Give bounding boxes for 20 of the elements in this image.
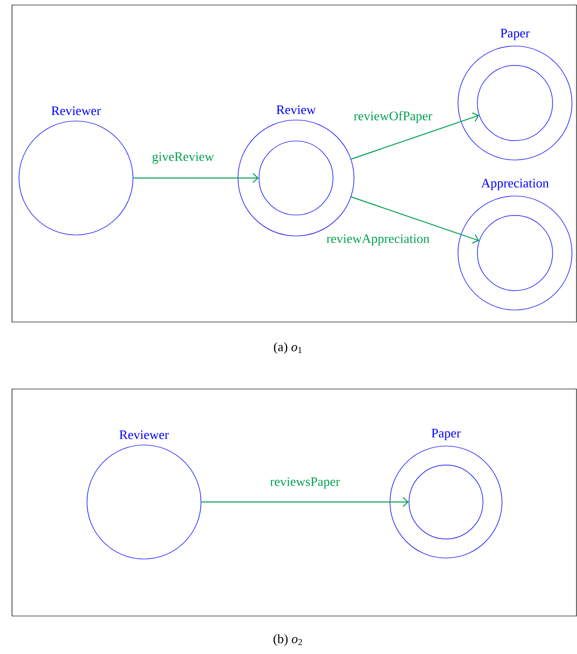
node-label: Appreciation (481, 178, 549, 190)
caption: (b) o$_{2}$ (274, 634, 302, 646)
caption: (a) o$_{1}$ (274, 342, 302, 354)
edge-label: giveReview (150, 151, 216, 165)
edge-label: reviewOfPaper (352, 110, 434, 124)
node-label: Reviewer (51, 106, 101, 116)
inner-circle (477, 215, 553, 291)
node-label: Paper (500, 28, 530, 40)
node-label: Reviewer (119, 430, 169, 440)
node-label: Review (276, 105, 316, 114)
arrow (350, 112, 480, 160)
arrow (350, 196, 480, 244)
inner-circle (408, 464, 484, 540)
arrow (132, 173, 259, 183)
inner-circle (258, 140, 334, 216)
arrow (200, 497, 409, 507)
edge-label: reviewsPaper (268, 476, 341, 490)
inner-circle (477, 65, 553, 141)
edge-label: reviewAppreciation (325, 233, 431, 247)
node-label: Paper (432, 428, 461, 440)
